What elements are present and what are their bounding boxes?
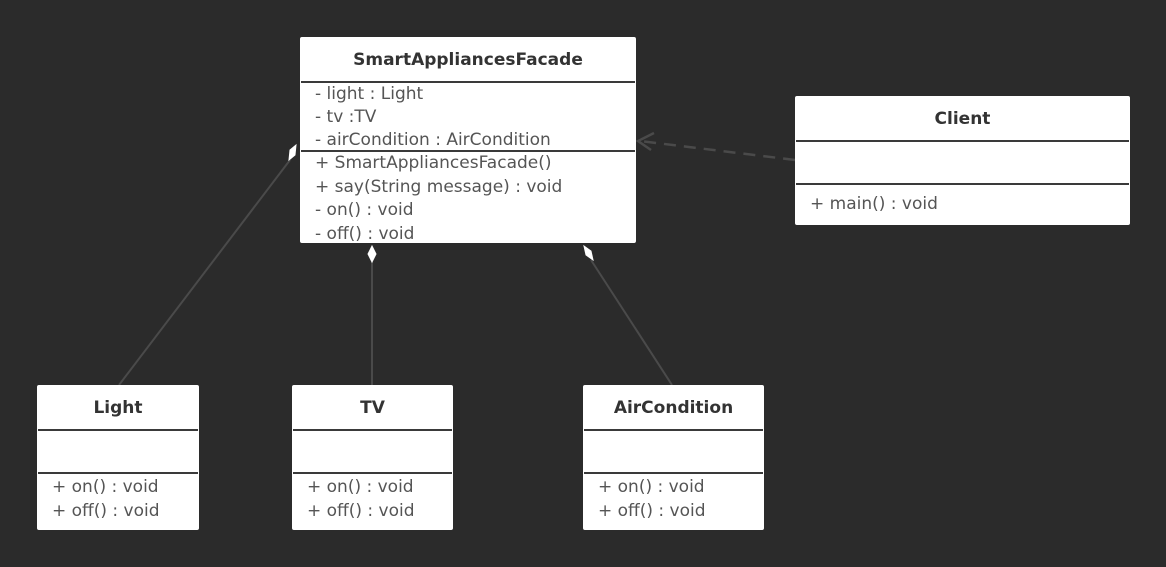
aggregation-line-facade-aircondition[interactable] [590,259,673,386]
aggregation-diamond-aircondition [583,244,594,262]
class-light[interactable]: Light + on() : void + off() : void [37,385,199,530]
method: + off() : void [307,500,415,521]
attributes-section [38,431,198,474]
class-name: Client [796,97,1129,142]
attributes-section [584,431,763,474]
method: - on() : void [315,200,414,220]
methods-section: + main() : void [796,185,1129,217]
aggregation-diamond-light [288,143,297,162]
method: - off() : void [315,223,415,243]
attributes-section: - light : Light - tv :TV - airCondition … [301,83,635,152]
method: + on() : void [598,477,705,497]
aggregation-diamond-tv [367,244,377,264]
class-name: Light [38,386,198,431]
method: + main() : void [810,194,938,214]
aggregation-line-facade-light[interactable] [118,159,291,386]
class-smartappliancesfacade[interactable]: SmartAppliancesFacade - light : Light - … [300,37,636,243]
class-aircondition[interactable]: AirCondition + on() : void + off() : voi… [583,385,764,530]
class-tv[interactable]: TV + on() : void + off() : void [292,385,453,530]
attribute: - airCondition : AirCondition [315,130,551,150]
methods-section: + on() : void + off() : void [38,474,198,523]
method: + SmartAppliancesFacade() [315,153,552,173]
methods-section: + SmartAppliancesFacade() + say(String m… [301,152,635,243]
class-name: SmartAppliancesFacade [301,38,635,83]
attributes-section [796,142,1129,185]
method: + off() : void [52,500,160,521]
class-name: TV [293,386,452,431]
class-client[interactable]: Client + main() : void [795,96,1130,225]
method: + say(String message) : void [315,176,563,197]
methods-section: + on() : void + off() : void [584,474,763,523]
attributes-section [293,431,452,474]
method: + on() : void [307,477,414,497]
class-name: AirCondition [584,386,763,431]
dependency-line-client-facade[interactable] [639,139,796,162]
dependency-arrowhead [635,131,655,152]
attribute: - tv :TV [315,107,377,127]
method: + on() : void [52,477,159,497]
methods-section: + on() : void + off() : void [293,474,452,523]
method: + off() : void [598,500,706,521]
attribute: - light : Light [315,84,424,104]
